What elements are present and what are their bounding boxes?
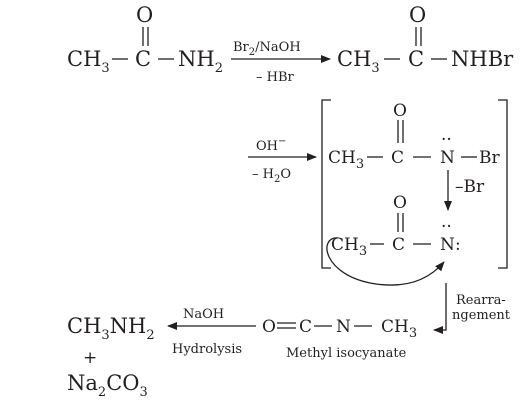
carbonyl-carbon: C	[408, 47, 424, 71]
right-bracket	[498, 99, 508, 269]
reagent-br2-naoh: Br2/NaOH	[233, 40, 301, 58]
rearrangement-step: Rearra- ngement	[433, 283, 511, 334]
carbonyl-carbon: C	[391, 148, 404, 168]
carbonyl-oxygen: O	[393, 193, 407, 213]
ch3-group: CH3	[331, 235, 367, 259]
nitrogen-atom: N	[440, 148, 455, 168]
amino-group: NH2	[178, 47, 223, 76]
carbonyl-carbon: C	[135, 47, 151, 71]
methyl-migration-curved-arrow	[326, 237, 445, 286]
oxygen-atom: O	[262, 317, 276, 337]
nhbr-group: NHBr	[451, 47, 514, 71]
nitrogen-colon: :	[455, 235, 461, 255]
bromide-loss-step: –Br	[444, 170, 485, 211]
nitrogen-atom: N	[336, 317, 351, 337]
sodium-carbonate: Na2CO3	[67, 371, 148, 400]
methylamine: CH3NH2	[67, 314, 155, 343]
minus-water-label: – H2O	[252, 167, 291, 185]
hydroxide-label: OH−	[256, 136, 286, 154]
carbonyl-oxygen: O	[393, 101, 407, 121]
rearrangement-label-line2: ngement	[452, 308, 511, 323]
naoh-label: NaOH	[183, 307, 224, 322]
hydrolysis-label: Hydrolysis	[172, 342, 242, 357]
final-products: CH3NH2 + Na2CO3	[67, 314, 155, 400]
ch3-group: CH3	[337, 47, 380, 76]
plus-sign: +	[83, 348, 97, 368]
minus-bromide-label: –Br	[455, 177, 485, 197]
reactant-acetamide: CH3 C O NH2	[67, 3, 223, 76]
nitrogen-lone-pair: ··	[441, 130, 452, 150]
nitrogen-atom: N	[440, 235, 455, 255]
reaction-arrow-2: OH− – H2O	[248, 136, 317, 185]
carbonyl-carbon: C	[392, 235, 405, 255]
methyl-isocyanate-caption: Methyl isocyanate	[286, 346, 407, 361]
carbon-atom: C	[299, 317, 312, 337]
ch3-group: CH3	[328, 148, 364, 172]
intermediate-nitrene: CH3 C O ·· N :	[326, 193, 461, 286]
intermediate-n-bromo-anion: CH3 C O ·· N Br	[328, 101, 500, 172]
nitrogen-lone-pair: ··	[441, 217, 452, 237]
ch3-group: CH3	[67, 47, 110, 76]
reaction-arrow-1: Br2/NaOH – HBr	[231, 40, 331, 85]
product-n-bromoacetamide: CH3 C O NHBr	[337, 3, 514, 76]
carbonyl-oxygen: O	[136, 3, 153, 27]
rearrangement-label-line1: Rearra-	[456, 293, 506, 308]
carbonyl-oxygen: O	[409, 3, 426, 27]
rearrangement-arrow	[433, 283, 447, 334]
ch3-group: CH3	[381, 317, 417, 341]
left-bracket	[321, 99, 331, 269]
minus-hbr-label: – HBr	[256, 70, 295, 85]
methyl-isocyanate: O C N CH3 Methyl isocyanate	[262, 317, 417, 361]
hydrolysis-arrow: NaOH Hydrolysis	[167, 307, 256, 357]
intermediate-bracket	[321, 99, 508, 269]
bromine-atom: Br	[479, 148, 500, 168]
